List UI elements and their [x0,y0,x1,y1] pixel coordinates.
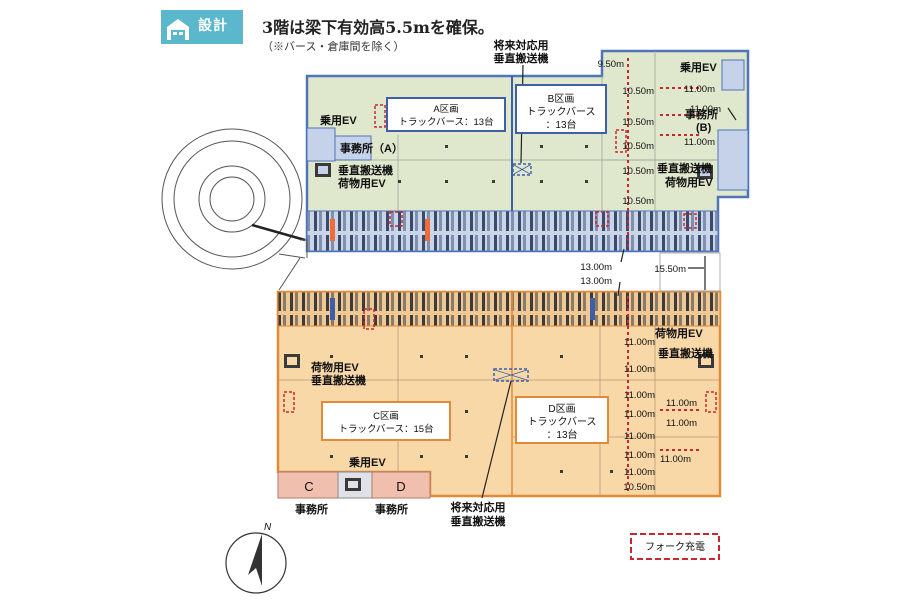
office-c-letter: C [304,479,313,494]
warehouse-icon [167,19,189,40]
callout-bottom-line2: 垂直搬送機 [451,514,506,528]
height-d-right-3: 11.00m [660,454,691,465]
zone-d-box [515,396,609,444]
legend-box [630,533,720,560]
office-d-letter: D [396,479,405,494]
zone-d-berths-1: トラックバース [528,416,597,428]
callout-top-line2: 垂直搬送機 [494,51,549,65]
zone-c-name: C区画 [373,411,399,422]
page-note: （※バース・倉庫間を除く） [262,40,405,53]
legend-label: フォーク充電 [645,540,705,553]
height-v-bottom-8: 10.50m [623,482,655,493]
zone-d-berths-2: ：13台 [546,428,577,441]
height-ramp-b: 13.00m [580,276,612,287]
callout-top-line1: 将来対応用 [494,38,549,52]
page-title: 3階は梁下有効高5.5mを確保。 [262,18,494,37]
height-b-right-2: 11.00m [690,104,721,115]
height-v-bottom-7: 11.00m [624,467,655,478]
zone-a-berths: トラックバース：13台 [398,116,493,128]
zone-a-name: A区画 [433,104,458,115]
height-v-top-2: 10.50m [622,86,654,97]
lift-d: 垂直搬送機 [658,346,713,360]
cargo-ev-a: 荷物用EV [337,176,386,190]
zone-b-berths-1: トラックバース [527,106,596,118]
height-v-bottom-6: 11.00m [624,450,655,461]
passenger-ev-a: 乗用EV [320,113,357,127]
ramp-area [659,252,721,292]
office-c-label: 事務所 [295,502,328,516]
zone-b-box [515,84,607,134]
compass-label: N [264,522,272,533]
office-b-2: (B) [696,122,712,134]
lift-c: 垂直搬送機 [311,373,366,387]
height-b-right-3: 11.00m [684,137,715,148]
height-v-bottom-3: 11.00m [624,390,655,401]
height-v-bottom-5: 11.00m [624,431,655,442]
zone-a-box [386,97,506,132]
lift-a: 垂直搬送機 [338,163,393,177]
height-v-top-4: 10.50m [622,141,654,152]
lift-b: 垂直搬送機 [657,161,712,175]
passenger-ev-b: 乗用EV [680,60,717,74]
office-a: 事務所（A） [340,141,403,155]
compass-icon [225,532,287,594]
height-d-right-2: 11.00m [666,418,697,429]
zone-d-name: D区画 [548,403,575,415]
zone-b-name: B区画 [548,93,575,105]
height-v-top-5: 10.50m [622,166,654,177]
zone-c-berths: トラックバース：15台 [338,423,433,435]
height-ramp-right: 15.50m [654,264,686,275]
height-v-bottom-1: 11.00m [624,337,655,348]
section-label: 設計 [198,18,228,34]
height-v-top-1: 9.50m [598,59,624,70]
office-b-1: 事務所 [685,107,718,121]
height-v-top-3: 10.50m [622,117,654,128]
cargo-ev-d: 荷物用EV [654,326,703,340]
zone-b-berths-2: ：13台 [545,118,576,131]
height-ramp-a: 13.00m [580,262,612,273]
zone-c-box [321,401,451,441]
callout-bottom-line1: 将来対応用 [451,500,506,514]
lower-block [276,290,722,499]
height-d-right-1: 11.00m [666,398,697,409]
cargo-ev-c: 荷物用EV [310,360,359,374]
cargo-ev-b: 荷物用EV [664,175,713,189]
height-v-bottom-2: 11.00m [624,364,655,375]
height-markers [627,58,700,492]
height-v-bottom-4: 11.00m [624,409,655,420]
height-b-right-1: 11.00m [684,84,715,95]
passenger-ev-cd: 乗用EV [349,455,386,469]
spiral-ramp [161,128,308,291]
callout-lines [481,64,737,499]
height-v-top-6: 10.50m [622,196,654,207]
office-d-label: 事務所 [375,502,408,516]
